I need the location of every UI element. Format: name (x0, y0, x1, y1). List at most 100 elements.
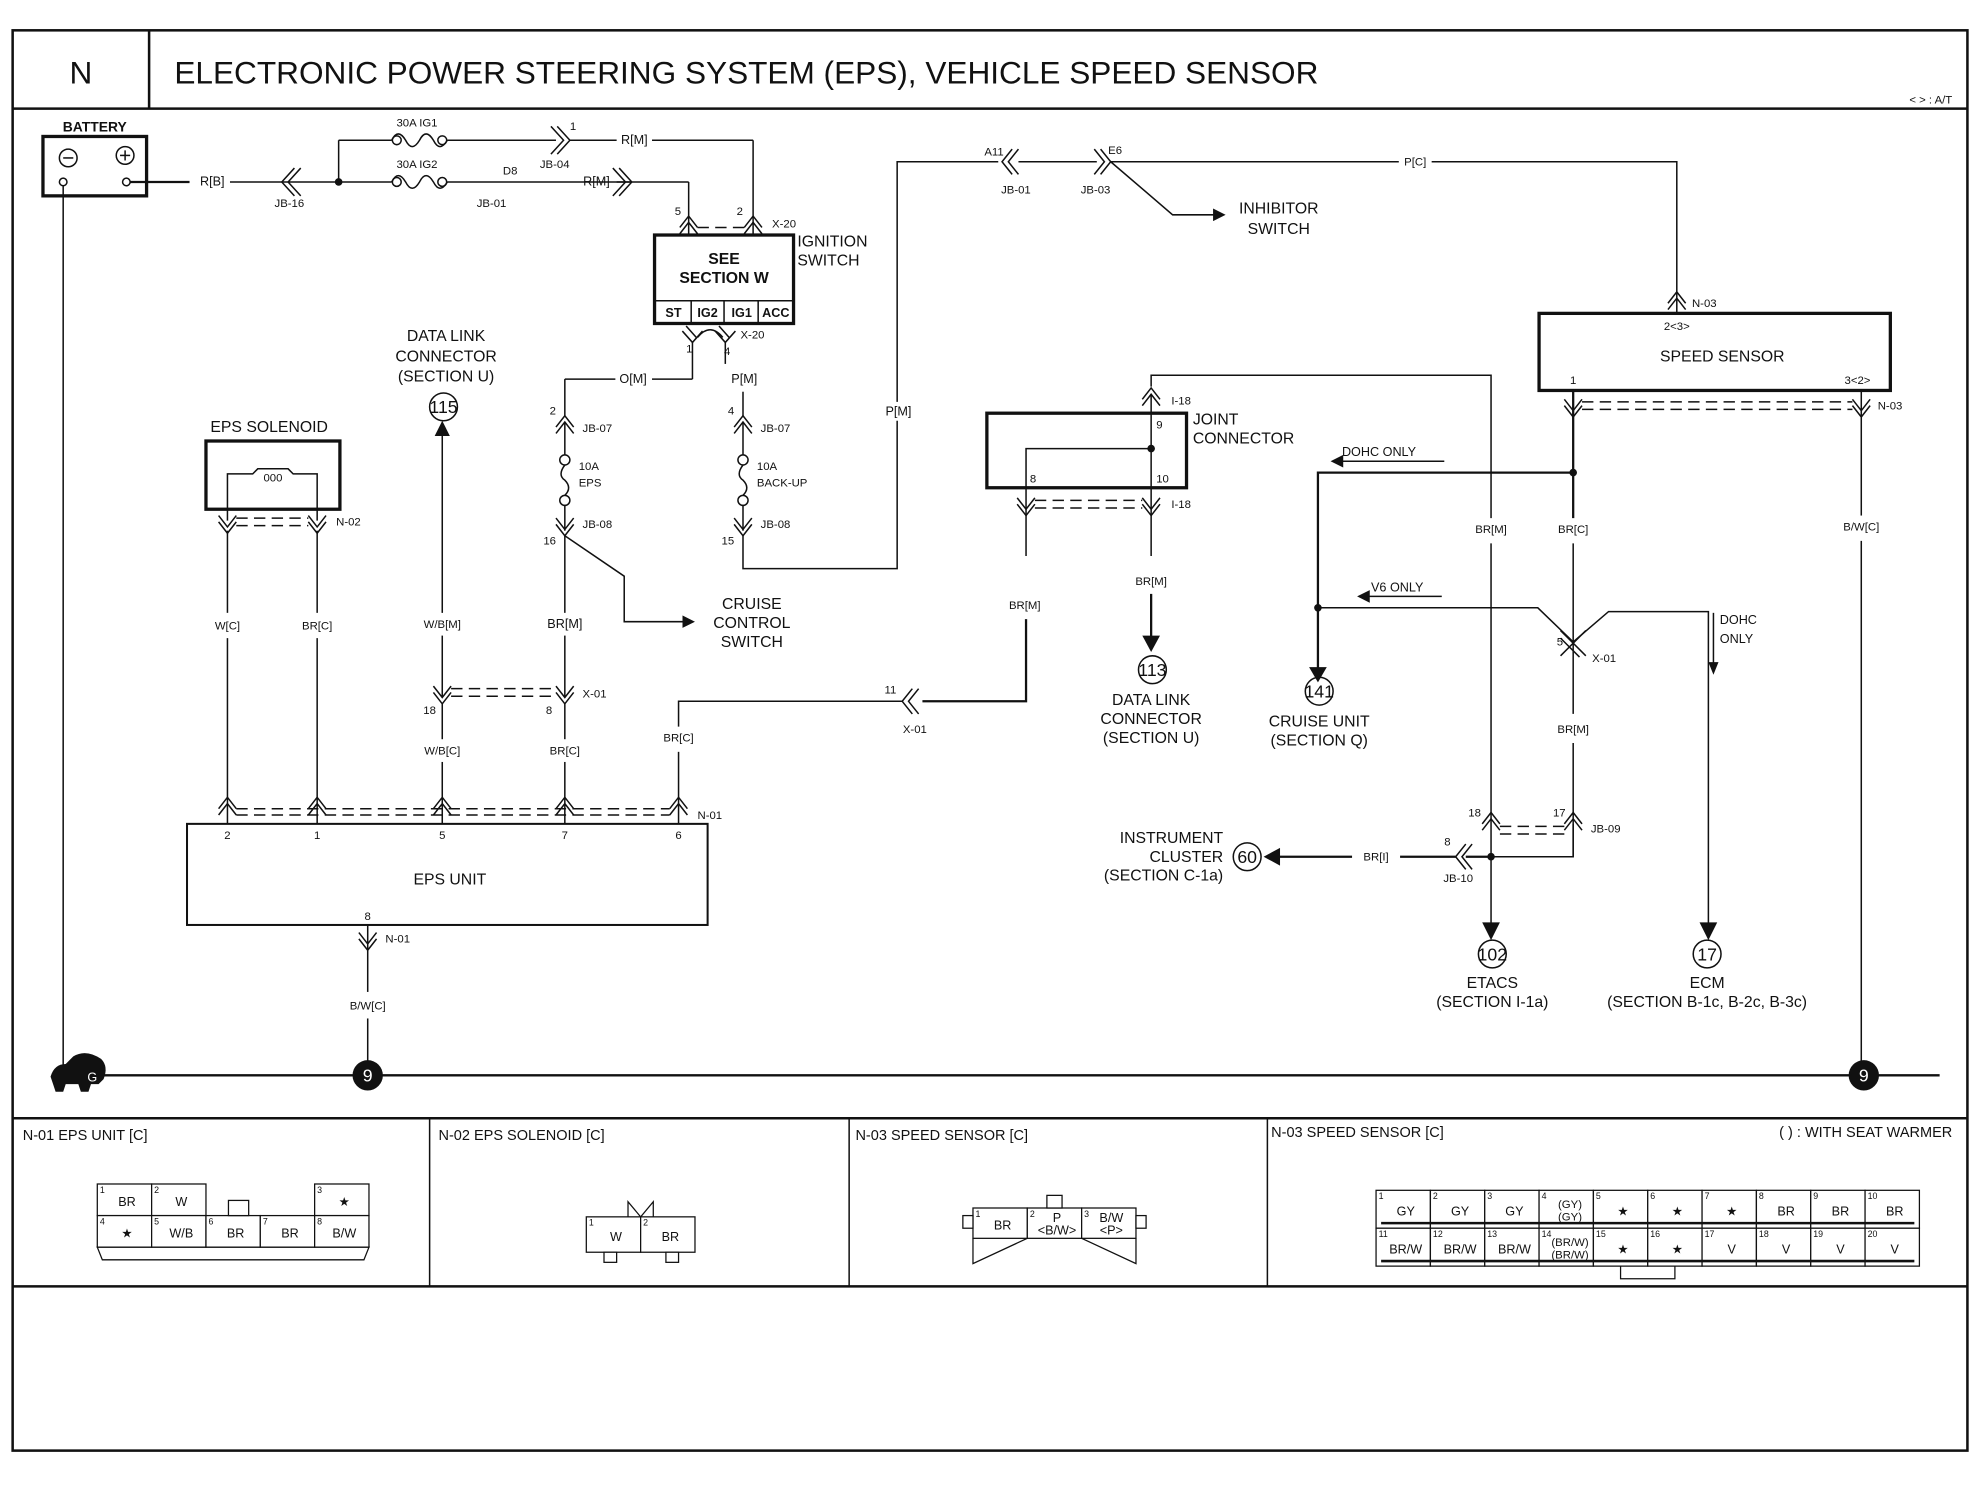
inhibitor-label-2: SWITCH (1248, 221, 1310, 238)
etacs-label-2: (SECTION I-1a) (1436, 994, 1548, 1011)
ignition-label-2: SWITCH (797, 252, 859, 269)
speed-sensor-box (1537, 311, 1892, 393)
section-letter: N (69, 54, 92, 90)
pin-number: 12 (1433, 1229, 1443, 1239)
a11-pin: A11 (984, 146, 1003, 158)
connector-x01-mid-icon (901, 688, 920, 715)
wire-label-p-m-a: P[M] (731, 372, 757, 386)
wire-label-r-b: R[B] (200, 175, 225, 189)
jb07-pin-2: 2 (550, 405, 556, 417)
fuse-ig2-label: 30A IG2 (396, 159, 437, 171)
pin-number: 14 (1542, 1229, 1552, 1239)
page-title: ELECTRONIC POWER STEERING SYSTEM (EPS), … (174, 54, 1318, 90)
pin-wire: V (1728, 1242, 1737, 1256)
pin-wire: ★ (1617, 1242, 1628, 1256)
pin-cell: 2W (151, 1183, 207, 1217)
pin-wire: BR (281, 1227, 299, 1241)
pin-wire: V (1782, 1242, 1791, 1256)
x01-label-right: X-01 (1592, 653, 1616, 665)
pin-cell: 6BR (205, 1214, 261, 1248)
cruise-unit-label-2: (SECTION Q) (1271, 733, 1368, 750)
ecm-ref-icon (1692, 939, 1722, 969)
connector-n01-bottom-icon (358, 932, 378, 952)
dlc-top-label-2: CONNECTOR (395, 348, 496, 365)
jb08-label-right: JB-08 (761, 519, 791, 531)
eps-pin-6: 6 (675, 830, 681, 842)
jb07-label-left: JB-07 (583, 423, 613, 435)
pin-number: 7 (263, 1216, 268, 1226)
joint-connector-label-1: JOINT (1193, 412, 1239, 429)
connector-n01-top-icon (218, 796, 688, 816)
x20-label-bottom: X-20 (740, 330, 764, 342)
pin-number: 18 (1759, 1229, 1769, 1239)
pin-cell: 8B/W (314, 1214, 370, 1248)
conn-n02-title: N-02 EPS SOLENOID [C] (438, 1128, 604, 1144)
ss-pin-3: 3<2> (1845, 375, 1871, 387)
ignition-box-text-1: SEE (708, 251, 740, 268)
connector-jb16-icon (280, 167, 302, 197)
pin-number: 10 (1868, 1191, 1878, 1201)
pin-wire: B/W (1099, 1211, 1123, 1225)
connector-n03-top-icon (1667, 290, 1687, 311)
jb07-pin-4: 4 (728, 405, 734, 417)
conn-n03b-title: N-03 SPEED SENSOR [C] (1271, 1125, 1444, 1141)
etacs-label-1: ETACS (1467, 975, 1518, 992)
pin-cell: 1W (585, 1216, 642, 1253)
pin-number: 4 (1542, 1191, 1547, 1201)
cruise-unit-ref: 141 (1304, 682, 1334, 702)
pin-cell: 5W/B (151, 1214, 207, 1248)
inhibitor-switch-wire (1110, 161, 1226, 222)
pin-wire: ★ (1672, 1242, 1683, 1256)
pin-wire: W (610, 1230, 622, 1244)
x20-label-top: X-20 (772, 218, 796, 230)
i18-label-bottom: I-18 (1171, 499, 1191, 511)
pin-number: 3 (1487, 1191, 1492, 1201)
eps-pin-2: 2 (224, 830, 230, 842)
etacs-ref-icon (1477, 939, 1507, 969)
cruise-switch-label-2: CONTROL (713, 615, 790, 632)
dlc-mid-label-2: CONNECTOR (1100, 711, 1201, 728)
pin-wire: (GY) (1558, 1199, 1582, 1211)
legend-note: < > : A/T (1909, 95, 1952, 107)
ss-pin-2: 2<3> (1664, 321, 1690, 333)
jb09-label: JB-09 (1591, 824, 1621, 836)
x01-pin-18: 18 (423, 705, 436, 717)
i18-label-top: I-18 (1171, 395, 1191, 407)
jb01-label-b: JB-01 (1001, 184, 1031, 196)
pin-wire: B/W (332, 1227, 356, 1241)
conn-n03b-note: ( ) : WITH SEAT WARMER (1779, 1125, 1952, 1141)
pin-wire: BR/W (1444, 1242, 1477, 1256)
pin-number: 3 (1084, 1209, 1089, 1219)
x20-pin-1: 1 (686, 344, 692, 356)
terminal-acc: ACC (762, 306, 789, 320)
pin-wire: BR/W (1498, 1242, 1531, 1256)
n02-label: N-02 (336, 517, 361, 529)
x01-pin-8: 8 (546, 705, 552, 717)
ground-ref-1: 9 (363, 1066, 373, 1086)
x01-pin-11: 11 (885, 685, 897, 697)
jb01-label: JB-01 (477, 198, 507, 210)
instrument-cluster-label-1: INSTRUMENT (1120, 830, 1224, 847)
pin-number: 5 (1596, 1191, 1601, 1201)
jb01-pin-d8: D8 (503, 165, 518, 177)
terminal-ig2: IG2 (697, 306, 717, 320)
pin-wire: ★ (121, 1227, 132, 1241)
instrument-cluster-label-2: CLUSTER (1149, 849, 1223, 866)
eps-pin-8: 8 (365, 911, 371, 923)
v6-arrow-icon (1357, 590, 1370, 603)
jb16-label: JB-16 (275, 198, 305, 210)
cruise-switch-label-1: CRUISE (722, 596, 782, 613)
pin-number: 5 (154, 1216, 159, 1226)
wire-label-br-m-jc10: BR[M] (1135, 576, 1167, 588)
fuse-backup-name: BACK-UP (757, 477, 807, 489)
etacs-ref: 102 (1478, 944, 1508, 964)
pin-wire: W/B (169, 1227, 193, 1241)
fuse-eps-name: EPS (579, 477, 602, 489)
dohc-cruise-wire (1316, 471, 1574, 670)
eps-pin-5: 5 (439, 830, 445, 842)
pin-wire: GY (1397, 1205, 1416, 1219)
pin-number: 7 (1705, 1191, 1710, 1201)
pin-number: 1 (975, 1209, 980, 1219)
